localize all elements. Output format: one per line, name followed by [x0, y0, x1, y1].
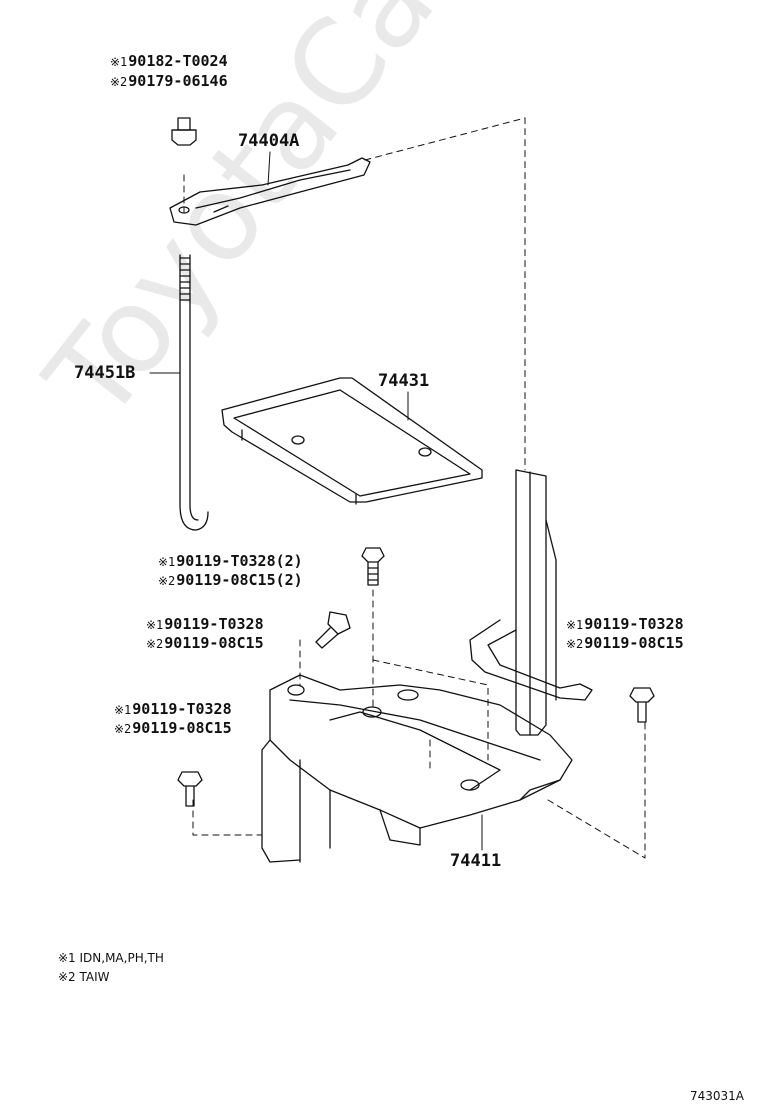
clamp-bolt-label: 74451B [74, 363, 136, 383]
side-bolt-label-2: ※290119-08C15 [146, 634, 264, 652]
leader-lines [149, 151, 483, 851]
center-bolt-label-1: ※190119-T0328(2) [158, 552, 303, 570]
right-bolt-label-1: ※190119-T0328 [566, 615, 684, 633]
top-nut-label-2: ※290179-06146 [110, 72, 228, 90]
bracket-icon [469, 469, 593, 736]
right-bolt-icon [629, 687, 655, 723]
figure-id: 743031A [690, 1089, 745, 1103]
dashed-leaders [183, 117, 646, 859]
right-bolt-label-2: ※290119-08C15 [566, 634, 684, 652]
side-bolt-icon [315, 611, 351, 649]
side-bolt-label-1: ※190119-T0328 [146, 615, 264, 633]
footnote-1: ※1 IDN,MA,PH,TH [58, 951, 164, 965]
hold-down-clamp-label: 74404A [238, 131, 300, 151]
battery-carrier-icon [261, 674, 573, 863]
hold-down-clamp-icon [169, 157, 371, 226]
left-bolt-label-1: ※190119-T0328 [114, 700, 232, 718]
left-bolt-label-2: ※290119-08C15 [114, 719, 232, 737]
center-bolt-icon [361, 547, 385, 586]
battery-tray-label: 74431 [378, 371, 430, 391]
battery-carrier-label: 74411 [450, 851, 502, 871]
left-bolt-icon [177, 771, 203, 807]
battery-tray-icon [221, 377, 483, 505]
footnote-2: ※2 TAIW [58, 970, 110, 984]
top-nut-label-1: ※190182-T0024 [110, 52, 228, 70]
center-bolt-label-2: ※290119-08C15(2) [158, 571, 303, 589]
top-nut-icon [171, 117, 197, 146]
clamp-bolt-icon [179, 254, 209, 531]
